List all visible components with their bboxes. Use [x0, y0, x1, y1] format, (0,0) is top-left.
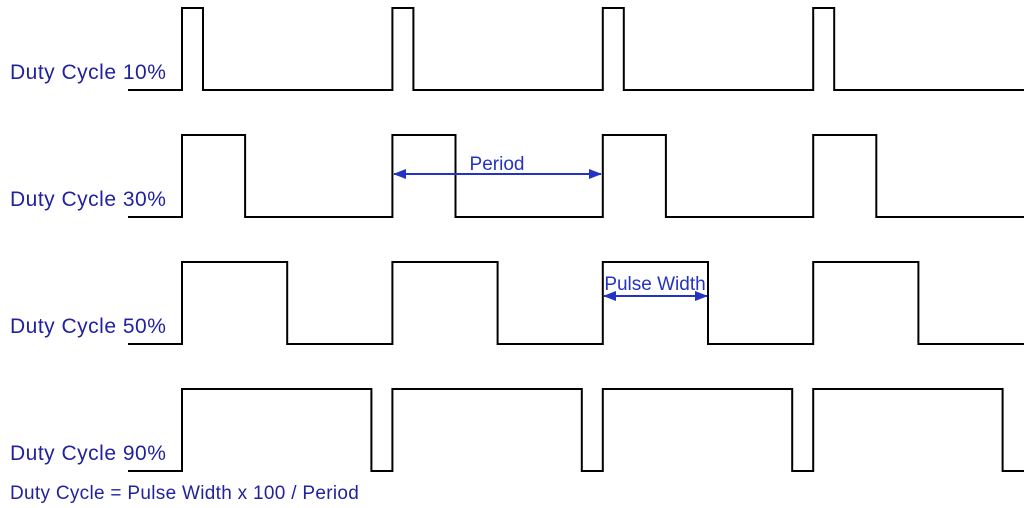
duty-cycle-formula: Duty Cycle = Pulse Width x 100 / Period — [10, 483, 359, 504]
waveform-duty-30 — [128, 134, 1024, 218]
row-label-duty-90: Duty Cycle 90% — [10, 442, 166, 465]
period-annotation: Period — [393, 154, 602, 179]
pulse-width-label: Pulse Width — [604, 274, 705, 295]
waveform-duty-90 — [128, 388, 1024, 472]
waveform-duty-10 — [128, 7, 1024, 91]
row-label-duty-50: Duty Cycle 50% — [10, 315, 166, 338]
pulse-width-annotation: Pulse Width — [603, 274, 708, 301]
row-label-duty-10: Duty Cycle 10% — [10, 61, 166, 84]
period-label: Period — [470, 154, 525, 175]
waveform-duty-50 — [128, 261, 1024, 345]
row-label-duty-30: Duty Cycle 30% — [10, 188, 166, 211]
